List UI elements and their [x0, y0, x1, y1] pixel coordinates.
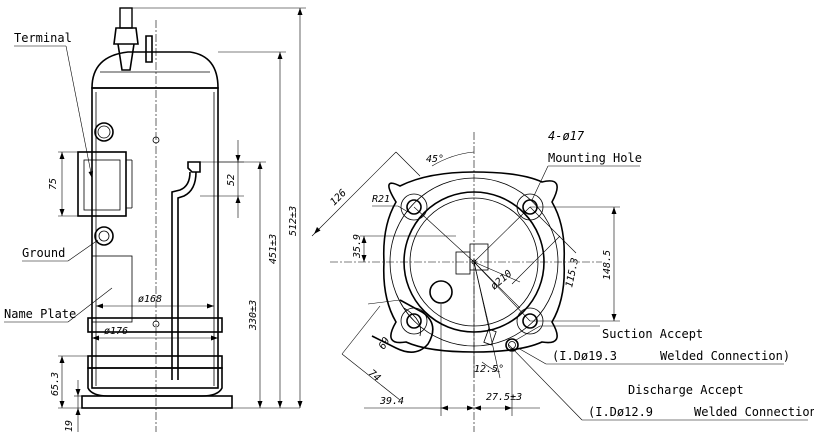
dim-65: 65.3	[50, 372, 61, 396]
dim-12: 12.5°	[474, 364, 504, 375]
dim-512: 512±3	[288, 206, 299, 236]
label-mounting-hole: Mounting Hole	[548, 151, 642, 165]
dim-75: 75	[48, 178, 59, 190]
label-name-plate: Name Plate	[4, 307, 76, 321]
label-mounting-count: 4-ø17	[548, 129, 585, 143]
dim-69: 69	[377, 336, 393, 352]
dim-330: 330±3	[248, 300, 259, 331]
dim-19: 19	[64, 420, 75, 432]
label-suction-accept: Suction Accept	[602, 327, 703, 341]
dim-74: 74	[366, 368, 382, 384]
dim-27: 27.5±3	[486, 392, 522, 403]
dim-126: 126	[328, 188, 349, 209]
dim-r21: R21	[372, 194, 390, 205]
label-discharge-id: (I.Dø12.9	[588, 405, 653, 419]
label-ground: Ground	[22, 246, 65, 260]
label-discharge-type: Welded Connection)	[694, 405, 814, 419]
dim-39: 39.4	[379, 396, 404, 407]
side-view: ø168 ø176 75 52 330±3 451±3 512±3	[4, 7, 306, 432]
dim-176: ø176	[104, 326, 128, 337]
label-terminal: Terminal	[14, 31, 72, 45]
label-suction-type: Welded Connection)	[660, 349, 790, 363]
dim-115: 115.3	[564, 257, 581, 289]
dim-45deg: 45°	[426, 154, 444, 165]
label-discharge-accept: Discharge Accept	[628, 383, 744, 397]
label-suction-id: (I.Dø19.3	[552, 349, 617, 363]
dim-35: 35.9	[352, 234, 363, 259]
dim-52: 52	[226, 174, 237, 186]
dim-168: ø168	[138, 294, 162, 305]
dim-451: 451±3	[268, 234, 279, 264]
dim-148: 148.5	[602, 250, 613, 280]
top-view: 45° 126 R21 35.9 ø210 115.3 148.5 69	[311, 129, 814, 432]
